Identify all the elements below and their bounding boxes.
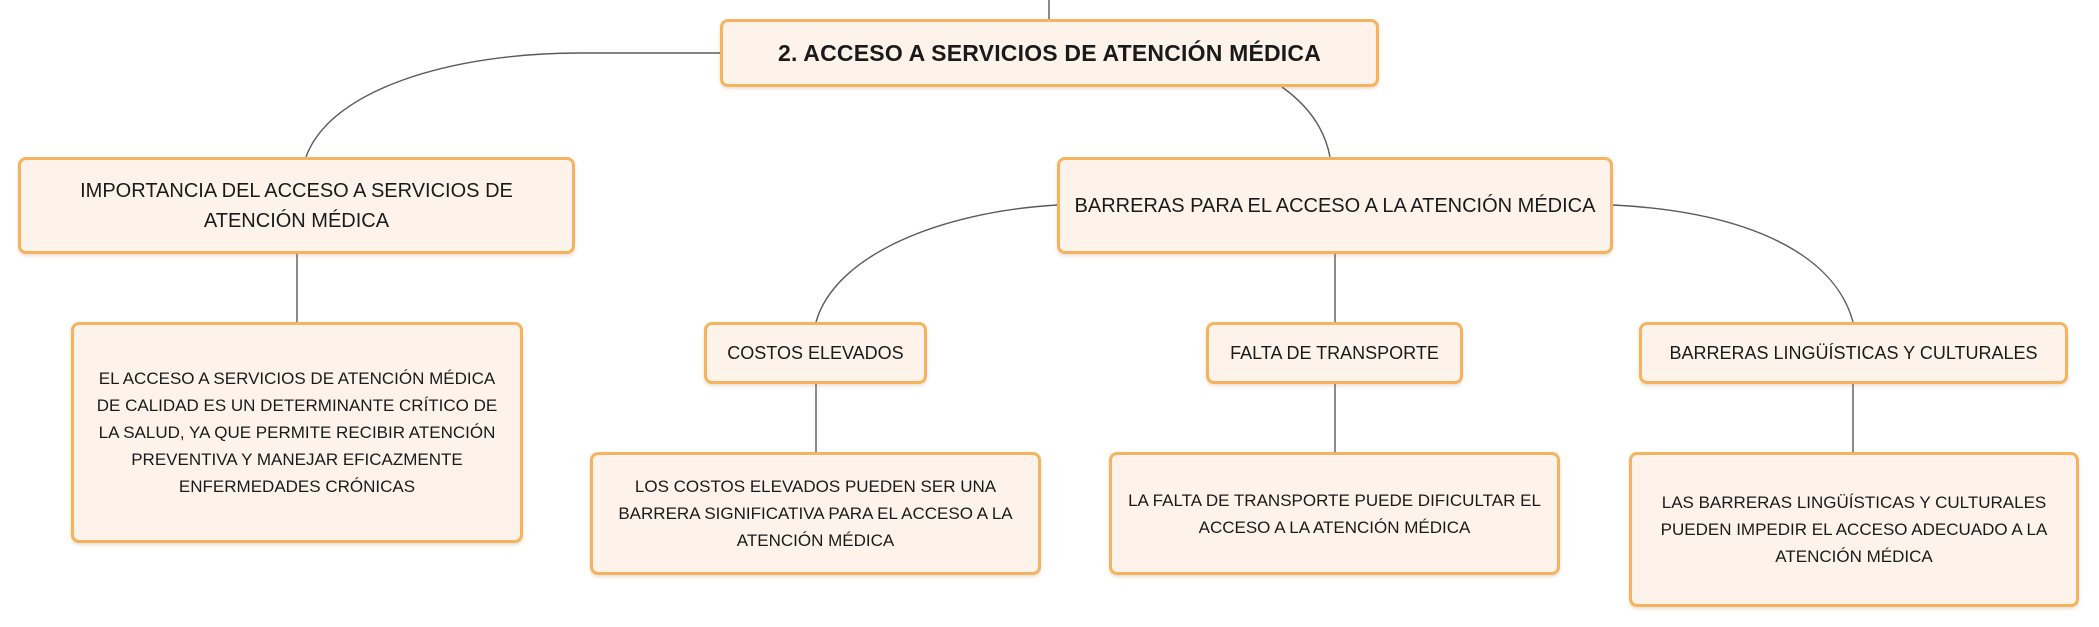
costos-topic-label: COSTOS ELEVADOS <box>727 343 904 363</box>
root-topic-node[interactable]: 2. ACCESO A SERVICIOS DE ATENCIÓN MÉDICA <box>720 19 1379 87</box>
linguisticas-detail-node[interactable]: LAS BARRERAS LINGÜÍSTICAS Y CULTURALES P… <box>1629 452 2079 607</box>
barreras-topic-node[interactable]: BARRERAS PARA EL ACCESO A LA ATENCIÓN MÉ… <box>1057 157 1613 254</box>
connector-barreras-to-costos <box>815 204 1058 323</box>
transporte-topic-label: FALTA DE TRANSPORTE <box>1230 343 1439 363</box>
linguisticas-topic-node[interactable]: BARRERAS LINGÜÍSTICAS Y CULTURALES <box>1639 322 2068 384</box>
costos-detail-node[interactable]: LOS COSTOS ELEVADOS PUEDEN SER UNA BARRE… <box>590 452 1041 575</box>
transporte-detail-text: LA FALTA DE TRANSPORTE PUEDE DIFICULTAR … <box>1128 490 1541 537</box>
connector-root-to-barreras <box>1281 86 1331 158</box>
barreras-topic-label: BARRERAS PARA EL ACCESO A LA ATENCIÓN MÉ… <box>1074 194 1596 217</box>
connector-root-to-importancia <box>305 52 720 158</box>
transporte-detail-node[interactable]: LA FALTA DE TRANSPORTE PUEDE DIFICULTAR … <box>1109 452 1560 575</box>
importancia-topic-label: IMPORTANCIA DEL ACCESO A SERVICIOS DE AT… <box>80 179 513 232</box>
linguisticas-detail-text: LAS BARRERAS LINGÜÍSTICAS Y CULTURALES P… <box>1660 493 2048 566</box>
importancia-detail-text: EL ACCESO A SERVICIOS DE ATENCIÓN MÉDICA… <box>96 369 498 496</box>
connector-barreras-to-linguisticas <box>1612 204 1854 323</box>
costos-topic-node[interactable]: COSTOS ELEVADOS <box>704 322 927 384</box>
costos-detail-text: LOS COSTOS ELEVADOS PUEDEN SER UNA BARRE… <box>618 477 1013 550</box>
importancia-detail-node[interactable]: EL ACCESO A SERVICIOS DE ATENCIÓN MÉDICA… <box>71 322 523 543</box>
root-topic-label: 2. ACCESO A SERVICIOS DE ATENCIÓN MÉDICA <box>777 39 1322 66</box>
linguisticas-topic-label: BARRERAS LINGÜÍSTICAS Y CULTURALES <box>1669 343 2038 363</box>
importancia-topic-node[interactable]: IMPORTANCIA DEL ACCESO A SERVICIOS DE AT… <box>18 157 575 254</box>
transporte-topic-node[interactable]: FALTA DE TRANSPORTE <box>1206 322 1463 384</box>
